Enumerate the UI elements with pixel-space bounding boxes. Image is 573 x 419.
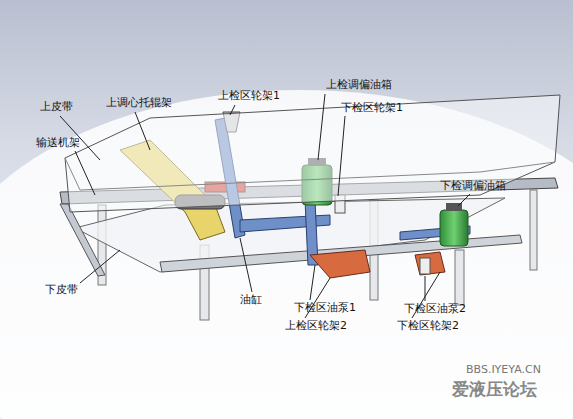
part-label: 下检调偏油箱 [440,180,506,193]
part-label: 下皮带 [45,284,78,297]
part-label: 上检区轮架1 [218,90,280,103]
part-label: 下检区油泵1 [294,302,356,315]
frame-leg-left [60,204,105,276]
part-label: 下检区轮架2 [397,320,459,333]
part-label: 下检区油泵2 [404,303,466,316]
lower-bracket [310,250,370,278]
pump [420,258,430,274]
watermark: BBS.IYEYA.CN [466,364,541,377]
background-glow [0,90,573,419]
part-label: 输送机架 [36,137,80,150]
watermark: 爱液压论坛 [452,380,537,400]
part-label: 上检区轮架2 [285,320,347,333]
part-label: 上调心托辊架 [106,97,172,110]
part-label: 下检区轮架1 [341,102,403,115]
leader-lines [60,94,470,318]
part-label: 上皮带 [40,101,73,114]
part-label: 上检调偏油箱 [326,79,392,92]
part-label: 油缸 [240,294,262,307]
upper-belt [65,95,560,212]
lower-bracket [415,252,445,275]
oil-tank [440,210,468,246]
